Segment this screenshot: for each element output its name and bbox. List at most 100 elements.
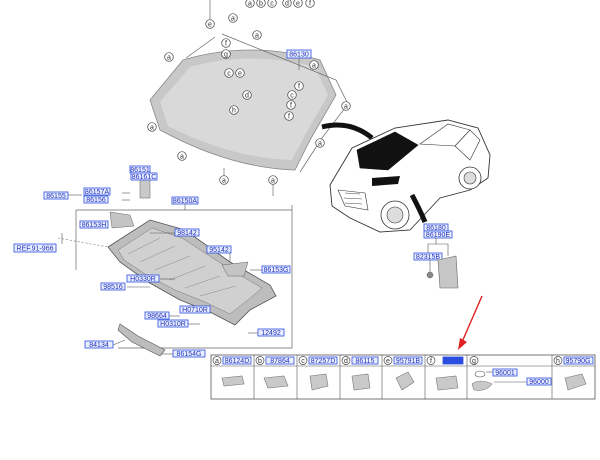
- svg-text:REF.91-966: REF.91-966: [17, 246, 54, 253]
- tag-86130[interactable]: 86130: [286, 49, 312, 70]
- legend-circle-d[interactable]: [282, 0, 292, 8]
- svg-text:86150A: 86150A: [173, 198, 197, 205]
- part-image-e: [395, 371, 415, 391]
- svg-text:a: a: [255, 33, 259, 40]
- tag-H0330R[interactable]: H0330R: [126, 274, 160, 283]
- svg-text:86161C: 86161C: [132, 174, 157, 181]
- tag-98664[interactable]: 98664: [144, 311, 170, 320]
- callout-a-8[interactable]: [177, 151, 187, 161]
- windshield-callouts: a e a f g c e a a f c f f d h a a a a a …: [147, 13, 351, 196]
- part-image-h: [564, 373, 587, 391]
- tag-86153H[interactable]: 86153H: [79, 220, 109, 229]
- cell-letter-a: [212, 356, 222, 365]
- top-legend: a b c d e f: [245, 0, 315, 8]
- side-cover-part[interactable]: [437, 255, 459, 289]
- legend-circle-c[interactable]: [267, 0, 277, 8]
- svg-text:a: a: [180, 154, 184, 161]
- legend-circle-e[interactable]: [293, 0, 303, 8]
- svg-text:f: f: [430, 358, 432, 365]
- legend-circle-f[interactable]: [305, 0, 315, 8]
- tag-12492[interactable]: 12492: [257, 328, 285, 337]
- callout-f[interactable]: [221, 38, 231, 48]
- table-cell-e[interactable]: e 95791B: [383, 356, 423, 391]
- callout-a-6[interactable]: [147, 122, 157, 132]
- tag-86190E[interactable]: 86190E: [423, 230, 453, 239]
- bracket-parts: [122, 177, 151, 201]
- tag-86154G[interactable]: 86154G: [172, 349, 206, 358]
- svg-text:c: c: [301, 358, 305, 365]
- callout-g[interactable]: [221, 49, 231, 59]
- callout-h[interactable]: [229, 105, 239, 115]
- svg-text:a: a: [231, 16, 235, 23]
- tag-84134[interactable]: 84134: [84, 340, 114, 349]
- tag-H0310R[interactable]: H0310R: [157, 319, 189, 328]
- svg-text:g: g: [224, 52, 228, 59]
- legend-circle-b[interactable]: [256, 0, 266, 8]
- svg-text:H0330R: H0330R: [130, 276, 156, 283]
- svg-text:b: b: [258, 358, 262, 365]
- callout-e[interactable]: [205, 19, 215, 29]
- tag-86161C[interactable]: 86161C: [130, 172, 158, 181]
- clip-part[interactable]: [426, 271, 434, 279]
- red-pointer-arrow: [458, 295, 483, 350]
- subcode-96000[interactable]: [526, 377, 552, 386]
- svg-text:f: f: [298, 84, 300, 91]
- cowl-top-cover[interactable]: [107, 211, 277, 357]
- svg-text:86157A: 86157A: [85, 189, 109, 196]
- table-cell-c[interactable]: c 87257D: [298, 356, 338, 391]
- callout-d[interactable]: [242, 90, 252, 100]
- callout-c[interactable]: [224, 68, 234, 78]
- callout-f-3[interactable]: [286, 100, 296, 110]
- highlighted-part-code[interactable]: [442, 356, 464, 365]
- table-cell-a[interactable]: a 86124D: [212, 356, 252, 387]
- table-cell-d[interactable]: d 86115: [341, 356, 379, 391]
- windshield-glass[interactable]: [149, 0, 349, 173]
- tag-98142[interactable]: 98142: [174, 228, 200, 237]
- svg-text:d: d: [245, 93, 249, 100]
- callout-a-4[interactable]: [309, 60, 319, 70]
- callout-e-2[interactable]: [235, 68, 245, 78]
- part-image-f: [435, 375, 459, 391]
- svg-text:c: c: [270, 1, 274, 8]
- table-cell-b[interactable]: b 87864: [255, 356, 295, 389]
- part-image-b: [263, 375, 289, 389]
- tag-86153G[interactable]: 86153G: [261, 265, 291, 274]
- tag-86150A[interactable]: 86150A: [171, 196, 199, 210]
- tag-86155[interactable]: 86155: [43, 191, 82, 200]
- svg-text:a: a: [312, 63, 316, 70]
- tag-95142[interactable]: 95142: [206, 245, 232, 254]
- tag-H0710R[interactable]: H0710R: [179, 305, 211, 314]
- svg-text:95790G: 95790G: [566, 358, 591, 365]
- part-image-g: [471, 380, 493, 391]
- cell-letter-e: [383, 356, 393, 365]
- svg-text:a: a: [248, 1, 252, 8]
- legend-circle-a[interactable]: [245, 0, 255, 8]
- svg-text:95791B: 95791B: [396, 358, 420, 365]
- part-image-a: [221, 375, 245, 387]
- svg-text:e: e: [238, 71, 242, 78]
- svg-text:98516: 98516: [103, 284, 123, 291]
- tag-ref-91-966[interactable]: REF.91-966: [13, 243, 57, 253]
- ref-leader: [57, 237, 109, 248]
- callout-a-2[interactable]: [252, 30, 262, 40]
- callout-c-2[interactable]: [287, 90, 297, 100]
- callout-a-5[interactable]: [341, 101, 351, 111]
- callout-f-2[interactable]: [294, 81, 304, 91]
- tag-86156[interactable]: 86156: [83, 195, 109, 204]
- tag-98516[interactable]: 98516: [100, 282, 126, 291]
- cell-letter-h: [553, 356, 563, 365]
- tag-86157A[interactable]: 86157A: [83, 187, 111, 196]
- table-cell-h[interactable]: h 95790G: [553, 356, 594, 391]
- cell-letter-b: [255, 356, 265, 365]
- table-cell-f[interactable]: f: [426, 356, 464, 391]
- svg-text:f: f: [225, 41, 227, 48]
- callout-f-4[interactable]: [284, 111, 294, 121]
- part-86151[interactable]: [139, 177, 151, 199]
- callout-a[interactable]: [228, 13, 238, 23]
- svg-text:H0710R: H0710R: [182, 307, 208, 314]
- subcode-96001[interactable]: [492, 368, 518, 377]
- svg-text:a: a: [150, 125, 154, 132]
- callout-a-3[interactable]: [164, 52, 174, 62]
- callout-a-7[interactable]: [315, 138, 325, 148]
- table-cell-g[interactable]: g 96001 96000: [469, 356, 552, 391]
